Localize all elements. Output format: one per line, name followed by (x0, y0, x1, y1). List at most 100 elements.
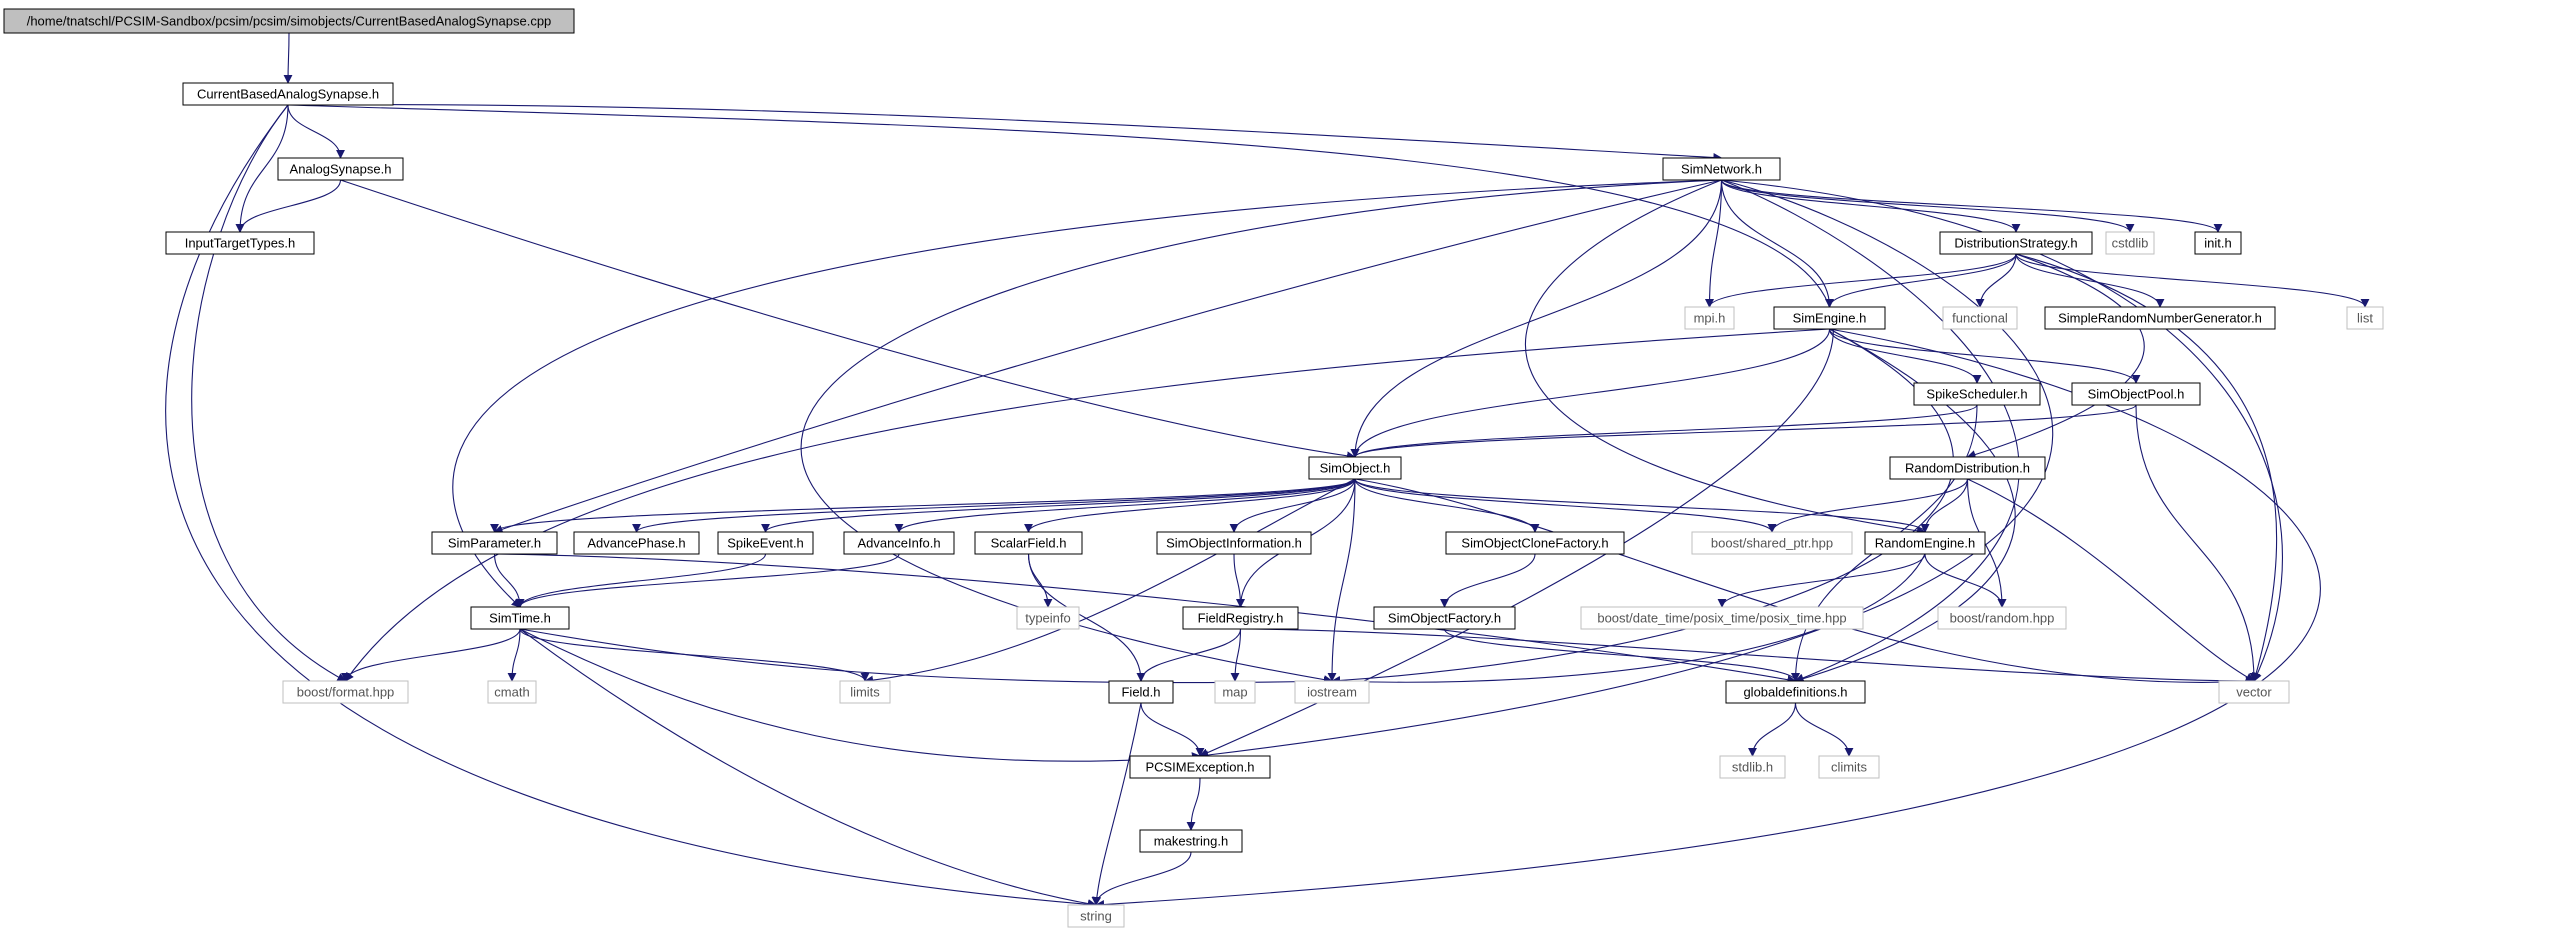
node-randengine[interactable]: RandomEngine.h (1864, 531, 1986, 555)
node-pcsimexc[interactable]: PCSIMException.h (1129, 755, 1271, 779)
node-vector: vector (2218, 680, 2290, 704)
node-map: map (1214, 680, 1256, 704)
edge-simobjinfo-to-fieldreg (1233, 553, 1245, 608)
node-globaldefs[interactable]: globaldefinitions.h (1725, 680, 1866, 704)
edge-diststrat-to-simengine (1825, 253, 2017, 308)
node-simobjfactory[interactable]: SimObjectFactory.h (1373, 606, 1516, 630)
node-label: SimObject.h (1320, 461, 1391, 476)
node-box (843, 531, 955, 555)
edge-analog-to-simobject (340, 179, 1356, 461)
node-label: SimEngine.h (1793, 311, 1867, 326)
node-label: makestring.h (1154, 834, 1228, 849)
node-inputtarget[interactable]: InputTargetTypes.h (165, 231, 315, 255)
node-label: iostream (1307, 685, 1357, 700)
node-sharedptr: boost/shared_ptr.hpp (1691, 531, 1853, 555)
node-label: map (1222, 685, 1247, 700)
edge-simnetwork-to-init (1720, 179, 2223, 233)
node-label: stdlib.h (1732, 760, 1773, 775)
edge-simobject-to-spikeevent (761, 478, 1356, 533)
edge-simnetwork-to-simobject (1350, 179, 1723, 458)
edge-root-to-cbas (283, 32, 293, 84)
edge-simobjpool-to-simobject (1350, 404, 2137, 458)
node-box (974, 531, 1083, 555)
node-label: string (1080, 909, 1112, 924)
node-simobject[interactable]: SimObject.h (1308, 456, 1402, 480)
edge-fieldreg-to-field (1136, 628, 1242, 682)
node-box (1864, 531, 1986, 555)
edge-globaldefs-to-climits (1794, 702, 1854, 757)
node-fieldreg[interactable]: FieldRegistry.h (1182, 606, 1299, 630)
node-list: list (2346, 306, 2384, 330)
node-randdist[interactable]: RandomDistribution.h (1889, 456, 2046, 480)
node-boostrandom: boost/random.hpp (1937, 606, 2067, 630)
node-spikeevent[interactable]: SpikeEvent.h (717, 531, 814, 555)
node-label: Field.h (1121, 685, 1160, 700)
node-scalarfield[interactable]: ScalarField.h (974, 531, 1083, 555)
node-box (1684, 306, 1735, 330)
node-label: SimObjectInformation.h (1166, 536, 1302, 551)
edge-cbas-to-simnetwork (287, 104, 1723, 163)
node-box (839, 680, 891, 704)
nodes-layer: /home/tnatschl/PCSIM-Sandbox/pcsim/pcsim… (3, 8, 2384, 928)
edge-spikeevent-to-simtime (515, 553, 767, 608)
node-label: RandomDistribution.h (1905, 461, 2030, 476)
node-simnetwork[interactable]: SimNetwork.h (1662, 157, 1781, 181)
node-box (282, 680, 409, 704)
edge-simobject-to-scalarfield (1024, 478, 1356, 533)
node-label: vector (2236, 685, 2272, 700)
node-box (2194, 231, 2242, 255)
edge-cbas-to-pcsimexc (287, 104, 1834, 757)
node-label: limits (850, 685, 880, 700)
node-label: list (2357, 311, 2373, 326)
node-box (2044, 306, 2276, 330)
edge-simobject-to-advphase (632, 478, 1356, 533)
node-simplerng[interactable]: SimpleRandomNumberGenerator.h (2044, 306, 2276, 330)
edge-field-to-pcsimexc (1140, 702, 1205, 757)
edge-scalarfield-to-field (1027, 553, 1146, 682)
node-label: SimTime.h (489, 611, 551, 626)
edge-simtime-to-string (519, 628, 1097, 909)
edge-simobject-to-vector (1354, 478, 2255, 686)
node-box (1445, 531, 1625, 555)
edge-simobjclone-to-simobjfactory (1440, 553, 1536, 608)
edge-simparam-to-simtime (493, 553, 525, 608)
node-field[interactable]: Field.h (1108, 680, 1174, 704)
node-simobjpool[interactable]: SimObjectPool.h (2071, 382, 2201, 406)
node-simparam[interactable]: SimParameter.h (431, 531, 558, 555)
node-typeinfo: typeinfo (1016, 606, 1080, 630)
node-makestring[interactable]: makestring.h (1139, 829, 1243, 853)
node-label: boost/shared_ptr.hpp (1711, 536, 1833, 551)
node-advphase[interactable]: AdvancePhase.h (573, 531, 700, 555)
node-advinfo[interactable]: AdvanceInfo.h (843, 531, 955, 555)
node-diststrat[interactable]: DistributionStrategy.h (1939, 231, 2093, 255)
node-string: string (1067, 904, 1125, 928)
edge-diststrat-to-mpi (1705, 253, 2017, 308)
node-simobjinfo[interactable]: SimObjectInformation.h (1156, 531, 1312, 555)
node-simobjclone[interactable]: SimObjectCloneFactory.h (1445, 531, 1625, 555)
node-posixtime: boost/date_time/posix_time/posix_time.hp… (1580, 606, 1864, 630)
node-init[interactable]: init.h (2194, 231, 2242, 255)
edge-simobject-to-limits (864, 478, 1356, 685)
edge-simnetwork-to-simparam (493, 179, 1722, 534)
node-box (1662, 157, 1781, 181)
node-cmath: cmath (487, 680, 537, 704)
node-spikesched[interactable]: SpikeScheduler.h (1913, 382, 2041, 406)
node-box (1818, 755, 1880, 779)
node-box (1889, 456, 2046, 480)
edge-cbas-to-inputtarget (235, 104, 289, 233)
node-analog[interactable]: AnalogSynapse.h (277, 157, 404, 181)
node-box (3, 8, 575, 34)
node-label: PCSIMException.h (1145, 760, 1254, 775)
node-box (1725, 680, 1866, 704)
node-cbas[interactable]: CurrentBasedAnalogSynapse.h (182, 82, 394, 106)
edge-field-to-string (1092, 702, 1142, 906)
edge-diststrat-to-vector (2015, 253, 2278, 682)
node-box (1182, 606, 1299, 630)
node-simtime[interactable]: SimTime.h (470, 606, 570, 630)
edge-simobject-to-advinfo (894, 478, 1356, 533)
node-simengine[interactable]: SimEngine.h (1773, 306, 1886, 330)
edge-simtime-to-pcsimexc (519, 628, 1201, 762)
node-box (1937, 606, 2067, 630)
node-root[interactable]: /home/tnatschl/PCSIM-Sandbox/pcsim/pcsim… (3, 8, 575, 34)
node-label: mpi.h (1694, 311, 1726, 326)
